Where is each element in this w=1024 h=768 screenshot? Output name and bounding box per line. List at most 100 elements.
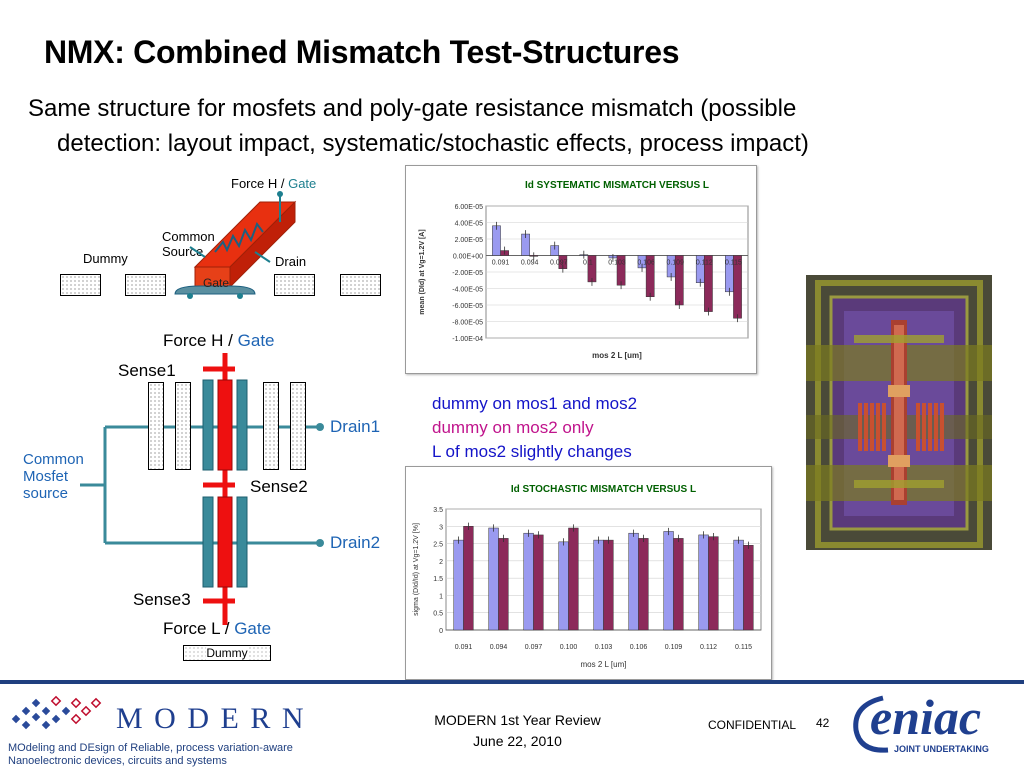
subtitle-line-2: detection: layout impact, systematic/sto… <box>57 130 809 157</box>
layout-drawing <box>806 275 992 550</box>
x-tick-label: 0.094 <box>490 644 508 651</box>
eniac-swoosh-icon <box>853 695 889 753</box>
y-tick-label: 3 <box>439 524 443 531</box>
bar-series-1 <box>733 539 744 631</box>
y-tick-label: 4.00E-05 <box>455 221 484 228</box>
modern-logo-text: M O D E R N <box>116 702 306 735</box>
drain2-label: Drain2 <box>330 533 381 552</box>
dummy-block <box>125 274 166 296</box>
x-tick-label: 0.106 <box>630 644 648 651</box>
sense2-label: Sense2 <box>250 477 308 496</box>
bar-series-1 <box>593 539 604 631</box>
review-title: MODERN 1st Year Review <box>434 712 601 728</box>
y-tick-label: -2.00E-05 <box>452 270 483 277</box>
bar-series-1 <box>698 534 709 631</box>
sense3-label: Sense3 <box>133 590 191 609</box>
y-tick-label: 2.00E-05 <box>455 237 484 244</box>
bar-series-2 <box>603 539 614 631</box>
bar-series-2 <box>638 538 649 631</box>
top-structure-diagram: Force H / Gate Common Source Dummy Drain… <box>55 172 395 312</box>
dummy-label: Dummy <box>83 251 128 266</box>
bar-series-2 <box>743 545 754 631</box>
x-tick-label: 0.100 <box>560 644 578 651</box>
eniac-logo-text: eniac <box>870 689 982 745</box>
bar-series-2 <box>568 527 579 631</box>
bar-series-1 <box>663 531 674 631</box>
y-tick-label: 0 <box>439 628 443 635</box>
gate-resistor-drawing <box>174 191 297 299</box>
x-tick-label: 0.103 <box>608 260 626 267</box>
chart-title: Id STOCHASTIC MISMATCH VERSUS L <box>511 484 696 495</box>
bar-series-1 <box>523 532 534 631</box>
force-l-label: Force L / Gate <box>163 619 272 638</box>
stochastic-mismatch-chart: Id STOCHASTIC MISMATCH VERSUS L 3.5 3 2.5 2 1… <box>405 466 772 680</box>
gate-block-label: Gate <box>203 276 230 290</box>
y-tick-label: -4.00E-05 <box>452 287 483 294</box>
x-tick-label: 0.097 <box>550 260 568 267</box>
dummy-finger <box>175 382 191 470</box>
x-tick-label: 0.097 <box>525 644 543 651</box>
y-axis-label: mean (DId) at Vg=1.2V [A] <box>419 229 426 314</box>
x-tick-label: 0.091 <box>492 260 510 267</box>
bar-series-2 <box>463 526 474 631</box>
y-axis-label: sigma (DId/Id) at Vg=1.2V [%] <box>413 523 420 616</box>
bottom-dummy-block: Dummy <box>183 645 271 661</box>
y-tick-label: 6.00E-05 <box>455 204 484 211</box>
modern-tagline-1: MOdeling and DEsign of Reliable, process… <box>8 742 293 754</box>
bar-series-1 <box>558 541 569 631</box>
x-tick-label: 0.091 <box>455 644 473 651</box>
x-axis-label: mos 2 L [um] <box>592 351 642 360</box>
drain-label: Drain <box>275 254 307 269</box>
modern-logo-dots-icon <box>11 695 102 730</box>
bar-series-2 <box>533 534 544 631</box>
note-line-3: L of mos2 slightly changes <box>432 442 632 461</box>
x-tick-label: 0.115 <box>725 260 742 267</box>
main-structure-diagram: Force H / Gate Sense1 Sense2 Sense3 Drai… <box>20 325 400 670</box>
layout-photo <box>806 275 992 550</box>
confidential-label: CONFIDENTIAL <box>708 718 797 732</box>
note-line-1: dummy on mos1 and mos2 <box>432 394 638 413</box>
stochastic-chart-svg: Id STOCHASTIC MISMATCH VERSUS L 3.5 3 2.5 2 1… <box>413 484 762 669</box>
systematic-chart-svg: Id SYSTEMATIC MISMATCH VERSUS L6.00E-054… <box>419 180 749 360</box>
dummy-finger <box>148 382 164 470</box>
y-tick-label: 0.00E+00 <box>453 254 483 261</box>
y-tick-label: 2.5 <box>433 542 443 549</box>
common-mosfet-source-label: Common Mosfet source <box>23 451 84 502</box>
y-tick-label: 1.5 <box>433 576 443 583</box>
dummy-block <box>340 274 381 296</box>
bar-series-1 <box>488 527 499 631</box>
review-date: June 22, 2010 <box>473 733 562 749</box>
eniac-logo: eniac JOINT UNDERTAKING <box>848 689 1018 760</box>
footer-rule <box>0 680 1024 684</box>
x-tick-label: 0.115 <box>735 644 752 651</box>
y-tick-label: 0.5 <box>433 611 443 618</box>
subtitle-line-1: Same structure for mosfets and poly-gate… <box>28 95 797 122</box>
page-number: 42 <box>816 716 830 730</box>
x-tick-label: 0.094 <box>521 260 539 267</box>
dummy-block <box>274 274 315 296</box>
y-tick-label: -8.00E-05 <box>452 320 483 327</box>
y-tick-label: -1.00E-04 <box>452 336 483 343</box>
x-tick-label: 0.1 <box>583 260 593 267</box>
y-tick-label: -6.00E-05 <box>452 303 483 310</box>
bar-series-2 <box>673 538 684 631</box>
structure-wires <box>80 353 324 625</box>
x-axis-label: mos 2 L [um] <box>581 660 627 669</box>
y-tick-label: 1 <box>439 593 443 600</box>
bar-series-1 <box>453 539 464 631</box>
note-line-2: dummy on mos2 only <box>432 418 594 437</box>
x-tick-label: 0.109 <box>666 260 684 267</box>
bar-series-2 <box>708 536 719 631</box>
force-h-label: Force H / Gate <box>163 331 275 350</box>
y-tick-label: 2 <box>439 559 443 566</box>
x-tick-label: 0.106 <box>637 260 655 267</box>
force-h-gate-label: Force H / Gate <box>231 176 317 191</box>
eniac-subtitle: JOINT UNDERTAKING <box>894 744 989 754</box>
bar-series-1 <box>492 225 501 256</box>
modern-tagline-2: Nanoelectronic devices, circuits and sys… <box>8 755 227 767</box>
modern-logo: M O D E R N MOdeling and DEsign of Relia… <box>8 688 338 768</box>
y-tick-label: 3.5 <box>433 507 443 514</box>
bar-series-2 <box>498 538 509 631</box>
drain1-label: Drain1 <box>330 417 381 436</box>
x-tick-label: 0.103 <box>595 644 613 651</box>
